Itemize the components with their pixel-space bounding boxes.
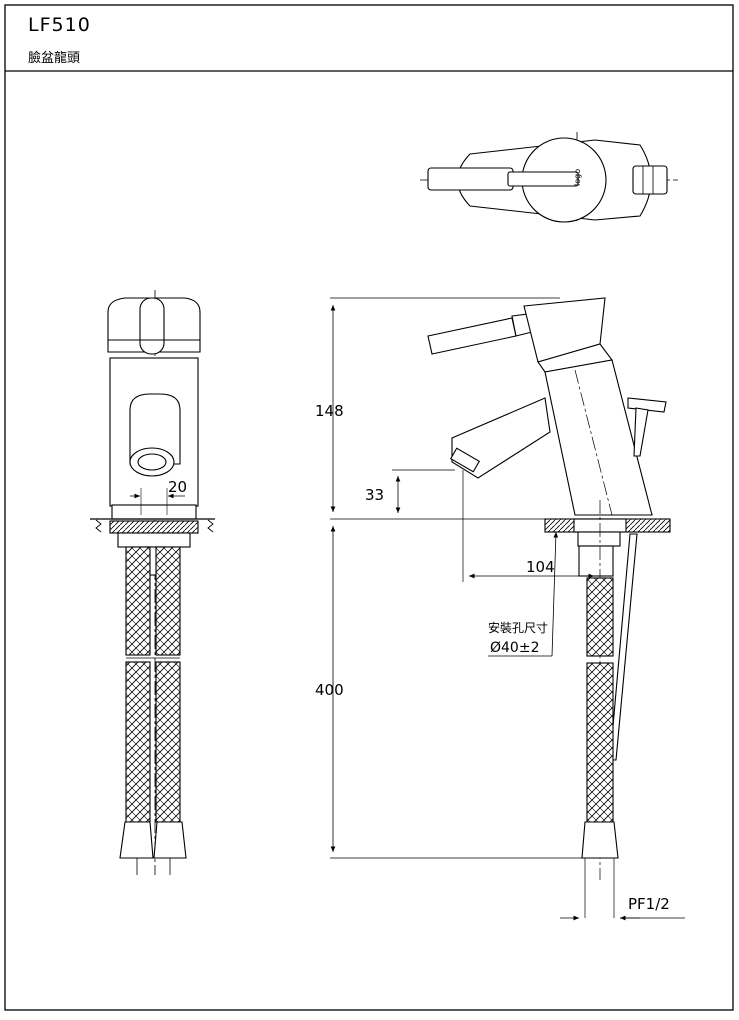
mounting-hole-label: 安裝孔尺寸 <box>488 620 548 635</box>
top-view: logo <box>420 132 678 223</box>
dim-hose-length: 400 <box>315 681 344 699</box>
dim-height-above-deck: 148 <box>315 402 344 420</box>
svg-text:logo: logo <box>573 169 582 186</box>
front-view <box>90 290 215 875</box>
side-view <box>330 297 685 921</box>
mounting-hole-value: Ø40±2 <box>490 640 539 656</box>
drawing-frame <box>4 4 734 1011</box>
dim-spindle-width: 20 <box>168 478 187 496</box>
model-code: LF510 <box>28 14 91 36</box>
dim-connection-thread: PF1/2 <box>628 895 670 913</box>
product-name: 臉盆龍頭 <box>28 51 81 66</box>
dim-spout-reach: 104 <box>526 558 555 576</box>
dim-spout-height: 33 <box>365 486 384 504</box>
